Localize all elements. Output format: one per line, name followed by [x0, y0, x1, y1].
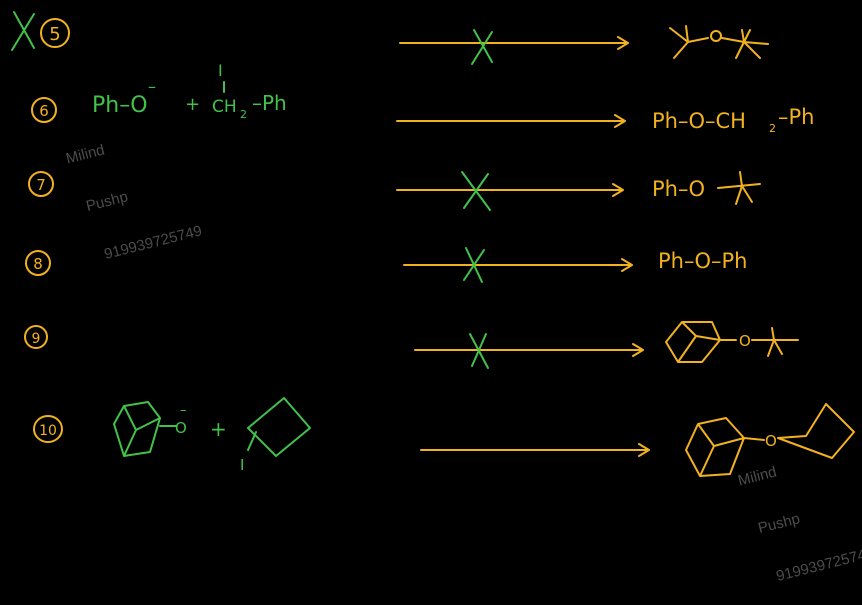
- row-6-phenoxide: Ph–O: [92, 93, 148, 118]
- watermark2-name-line2: Pushp: [756, 510, 802, 538]
- whiteboard-canvas: .y{stroke:#f2b21f;fill:none;stroke-width…: [11, 11, 855, 477]
- row-6-ch2-subscript: 2: [240, 108, 247, 121]
- row-6-plus-sign: +: [185, 94, 200, 115]
- svg-text:–: –: [180, 403, 187, 418]
- row-9-number: 9: [32, 331, 41, 347]
- svg-text:O: O: [175, 419, 187, 437]
- svg-text:I: I: [240, 456, 244, 474]
- row-8-arrow-cross: [463, 247, 485, 283]
- row-10-norbornoxide: O –: [113, 401, 187, 457]
- row-6-arrow: [396, 114, 626, 128]
- row-9-product-norbornyl-tert-butyl-ether: O: [665, 321, 799, 363]
- watermark-name-line1: Milind: [64, 141, 107, 168]
- row-10-arrow: [420, 443, 650, 457]
- row-7-tert-butyl: [717, 171, 761, 205]
- row-7-number-circle: [28, 171, 54, 197]
- row-6-number-circle: [31, 97, 57, 123]
- row-9-arrow: [414, 343, 644, 357]
- reaction-row-7: 7 Ph–O: [28, 171, 761, 211]
- row-8-number: 8: [33, 255, 43, 273]
- reaction-row-10: 10 O – + I O: [33, 397, 855, 477]
- row-6-product-tail: –Ph: [778, 105, 814, 129]
- row-7-arrow: [396, 183, 624, 197]
- row-10-product-ether: O: [685, 403, 855, 477]
- row-5-arrow-cross: [471, 29, 493, 65]
- row-5-arrow: [399, 36, 629, 50]
- svg-text:O: O: [739, 332, 751, 350]
- row-5-number-circle: [40, 18, 70, 48]
- svg-text:O: O: [765, 432, 777, 450]
- reaction-row-9: 9 O: [24, 321, 799, 369]
- row-7-product: Ph–O: [652, 177, 705, 201]
- row-7-arrow-cross: [461, 171, 491, 211]
- watermark2-name-line1: Milind: [736, 463, 779, 490]
- watermark-phone: 919939725749: [102, 222, 204, 264]
- row-9-number-circle: [24, 325, 48, 349]
- row-6-iodine: I: [218, 61, 223, 80]
- watermark2-phone: 919939725749: [774, 544, 862, 586]
- row-10-number-circle: [33, 415, 63, 443]
- row-6-phenoxide-charge: –: [148, 77, 156, 96]
- row-8-number-circle: [25, 250, 51, 276]
- row-6-ch2: CH: [212, 97, 237, 117]
- reaction-row-6: 6 Ph–O – + I CH 2 –Ph Ph–O–CH 2 –Ph: [31, 61, 814, 135]
- row-8-product: Ph–O–Ph: [658, 249, 747, 273]
- row-9-arrow-cross: [469, 333, 489, 369]
- row-6-product-subscript: 2: [769, 122, 776, 135]
- reaction-row-5: 5: [11, 11, 769, 65]
- row-5-product-di-tert-butyl-ether: [669, 25, 769, 59]
- row-10-plus-sign: +: [210, 417, 227, 441]
- row-5-crossout-mark: [11, 11, 35, 51]
- row-10-iodocyclobutylmethyl: I: [240, 397, 311, 474]
- watermark-secondary: Milind Pushp 919939725749: [728, 412, 862, 605]
- watermark-name-line2: Pushp: [84, 188, 130, 216]
- row-6-product: Ph–O–CH: [652, 109, 746, 133]
- row-10-number: 10: [39, 423, 57, 439]
- row-6-benzyl-ph: –Ph: [252, 91, 287, 115]
- reaction-row-8: 8 Ph–O–Ph: [25, 247, 747, 283]
- row-6-number: 6: [39, 102, 49, 120]
- row-8-arrow: [403, 258, 633, 272]
- row-5-number: 5: [49, 24, 60, 45]
- row-7-number: 7: [36, 176, 46, 194]
